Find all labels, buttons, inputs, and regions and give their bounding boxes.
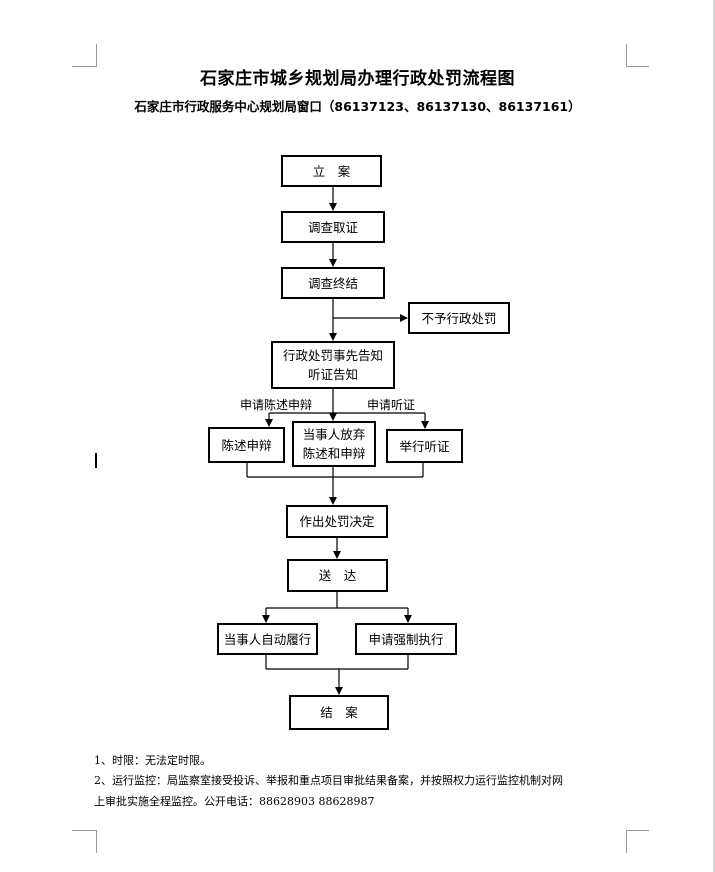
label-apply-hearing: 申请听证 [367, 398, 416, 412]
note-line-1: 1、时限：无法定时限。 [94, 754, 211, 767]
notice-line1: 行政处罚事先告知 [282, 348, 383, 363]
step-statement: 陈述申辩 [208, 427, 285, 463]
step-hearing: 举行听证 [386, 429, 463, 463]
corner-mark-top-left [72, 44, 97, 67]
step-close-case: 结 案 [289, 695, 389, 730]
step-file-case: 立 案 [281, 155, 382, 187]
step-decision: 作出处罚决定 [286, 505, 388, 538]
page-title: 石家庄市城乡规划局办理行政处罚流程图 [200, 69, 515, 89]
step-enforce: 申请强制执行 [355, 623, 457, 655]
corner-mark-bottom-right [626, 830, 649, 853]
waive-line2: 陈述和申辩 [302, 446, 366, 461]
step-notice: 行政处罚事先告知 听证告知 [271, 341, 395, 389]
corner-mark-top-right [626, 44, 649, 67]
text-cursor [95, 453, 97, 468]
step-investigation-end: 调查终结 [281, 267, 385, 299]
note-line-3: 上审批实施全程监控。公开电话：88628903 88628987 [94, 795, 375, 808]
corner-mark-bottom-left [72, 830, 97, 853]
step-investigate: 调查取证 [281, 211, 385, 243]
note-line-2: 2、运行监控：局监察室接受投诉、举报和重点项目审批结果备案，并按照权力运行监控机… [94, 774, 563, 787]
step-self-perform: 当事人自动履行 [217, 623, 318, 655]
waive-line1: 当事人放弃 [302, 427, 366, 442]
step-waive: 当事人放弃 陈述和申辩 [292, 421, 376, 467]
page-edge [713, 0, 715, 872]
notice-line2: 听证告知 [307, 367, 358, 382]
step-no-penalty: 不予行政处罚 [408, 302, 510, 334]
step-deliver: 送 达 [287, 559, 388, 592]
label-apply-statement: 申请陈述申辩 [240, 398, 313, 412]
page-subtitle: 石家庄市行政服务中心规划局窗口（86137123、86137130、861371… [134, 99, 581, 114]
